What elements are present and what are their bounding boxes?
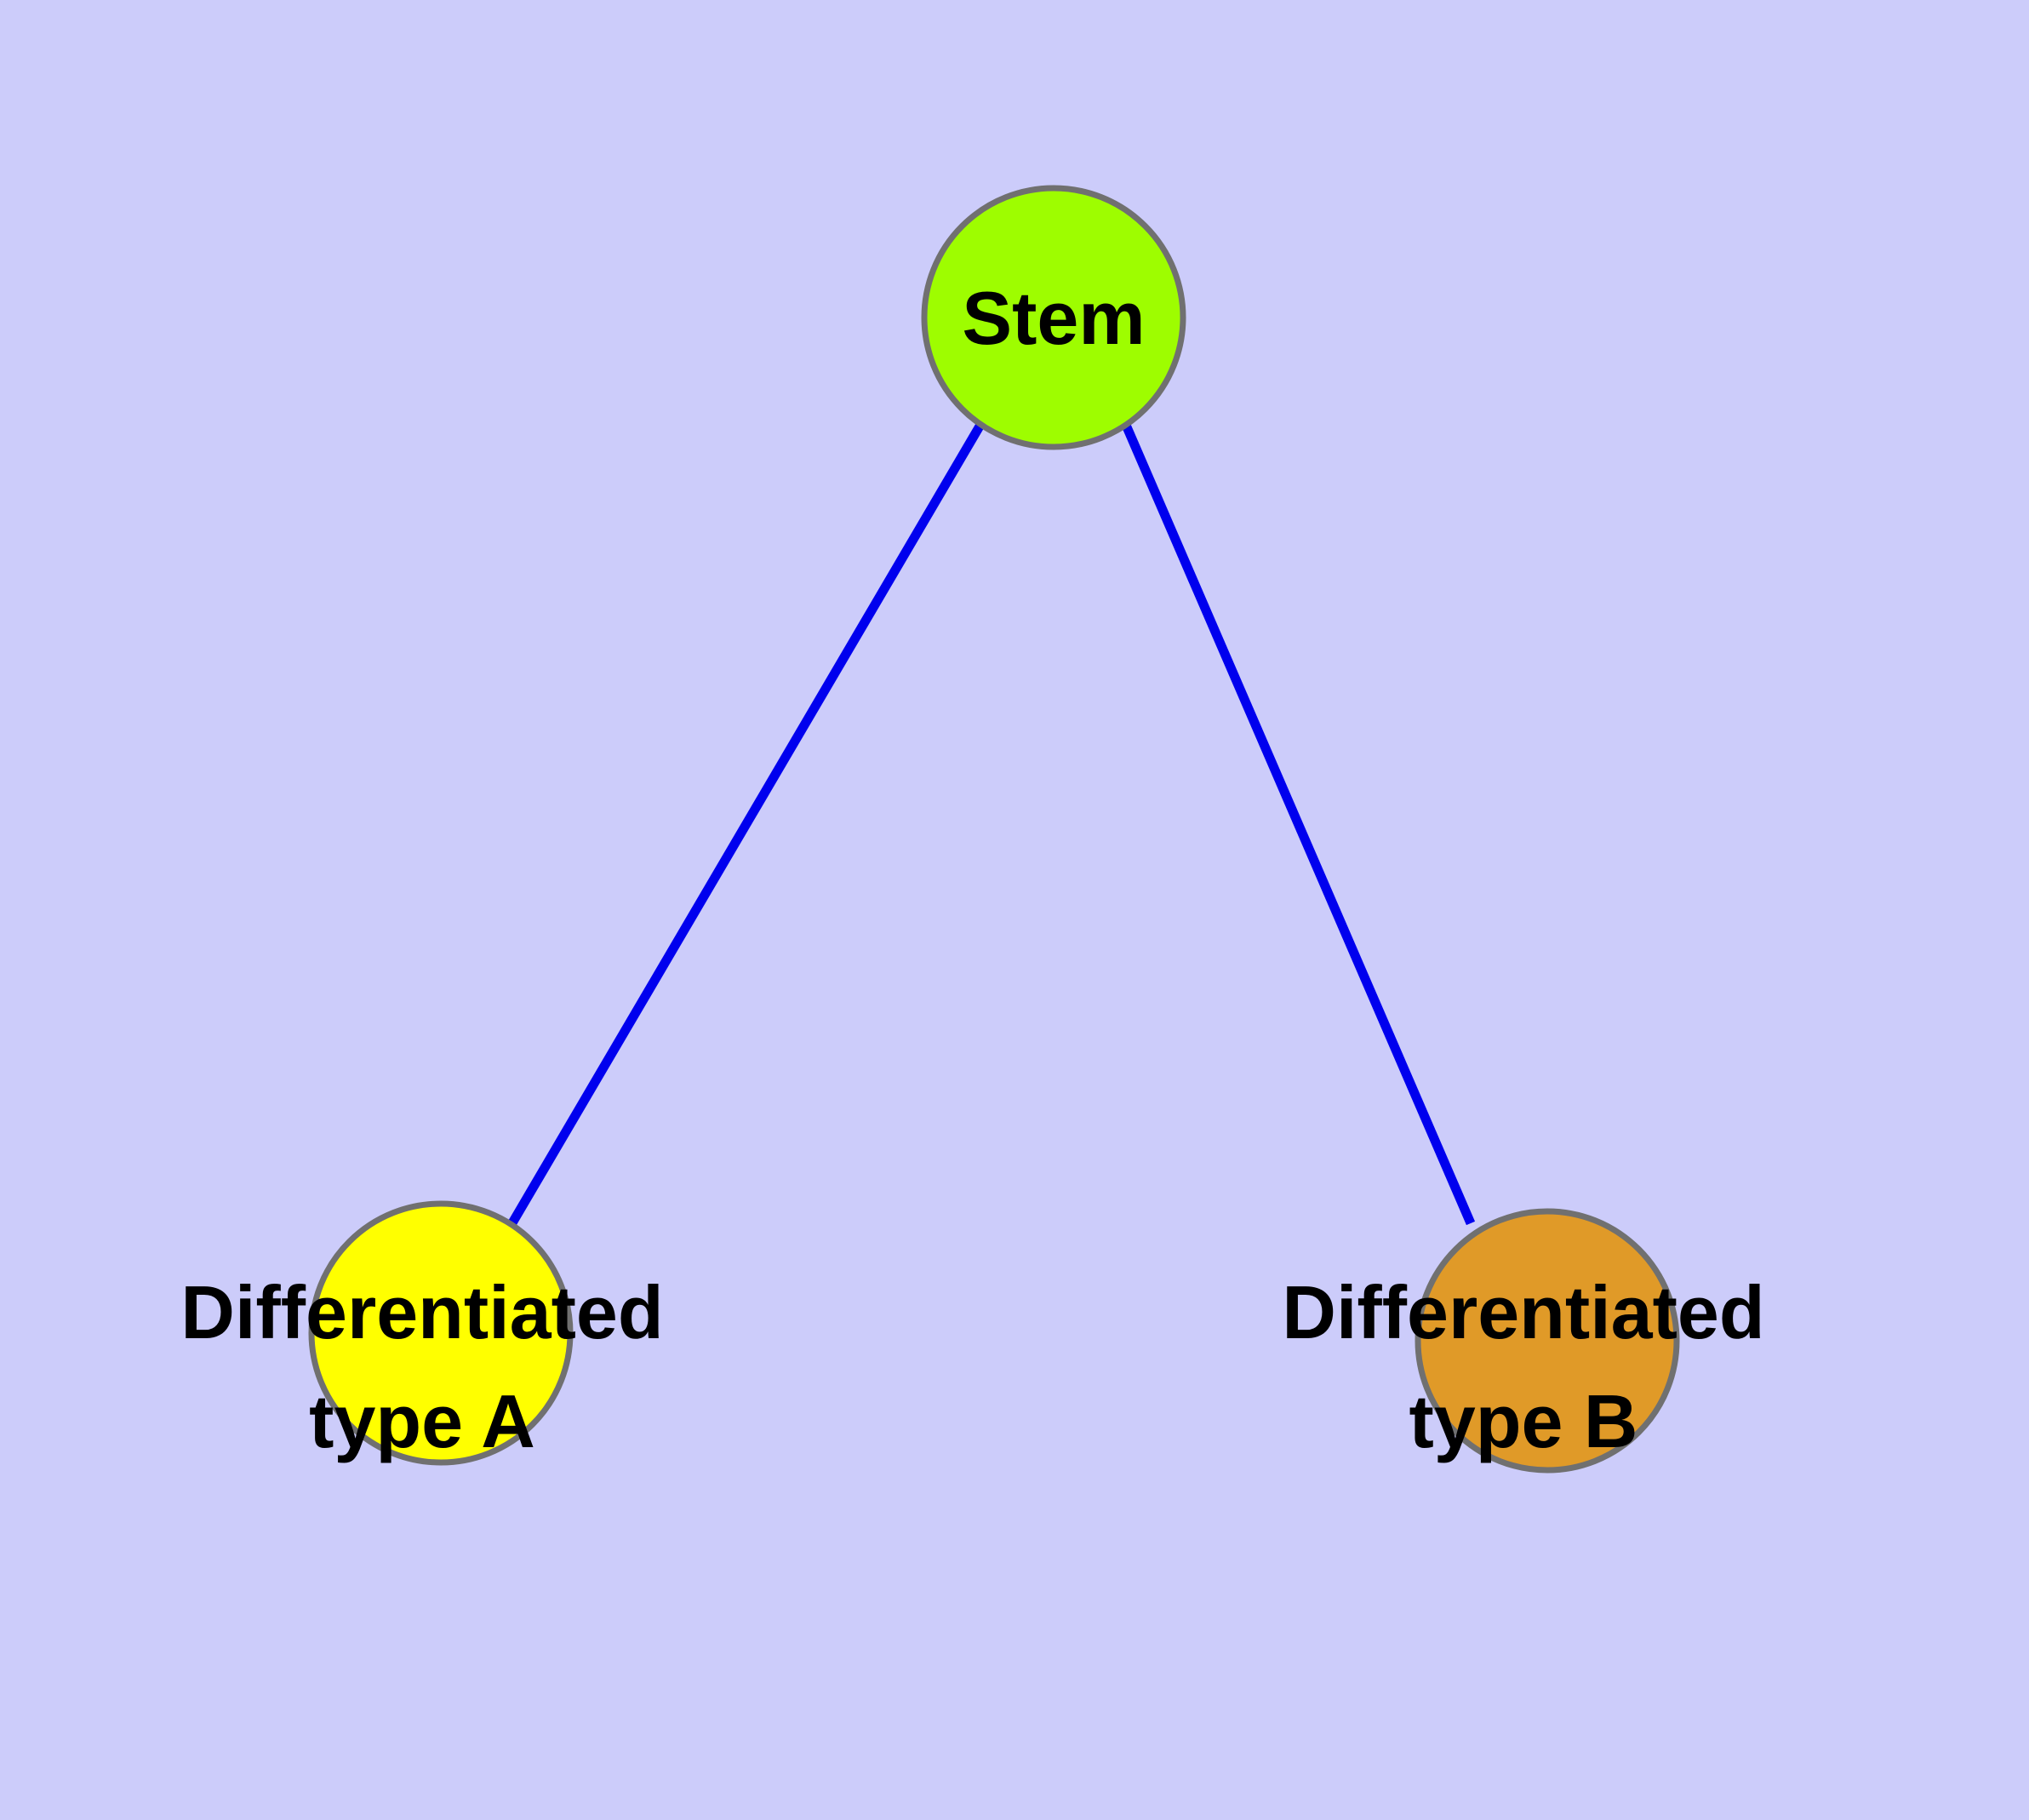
node-differentiated-type-b-label-line2: type B: [1409, 1379, 1638, 1463]
node-differentiated-type-a-label-line1: Differentiated: [180, 1270, 663, 1354]
node-differentiated-type-a-label-line2: type A: [309, 1379, 535, 1463]
edge-stem-to-differentiated-type-a: [506, 422, 985, 1228]
node-differentiated-type-b-circle[interactable]: [1415, 1208, 1680, 1474]
node-stem-circle[interactable]: [921, 185, 1186, 450]
node-differentiated-type-b-label-line1: Differentiated: [1282, 1270, 1764, 1354]
node-differentiated-type-a-circle[interactable]: [308, 1200, 574, 1466]
edge-stem-to-differentiated-type-b: [1120, 421, 1476, 1226]
node-stem-label: Stem: [962, 276, 1145, 360]
